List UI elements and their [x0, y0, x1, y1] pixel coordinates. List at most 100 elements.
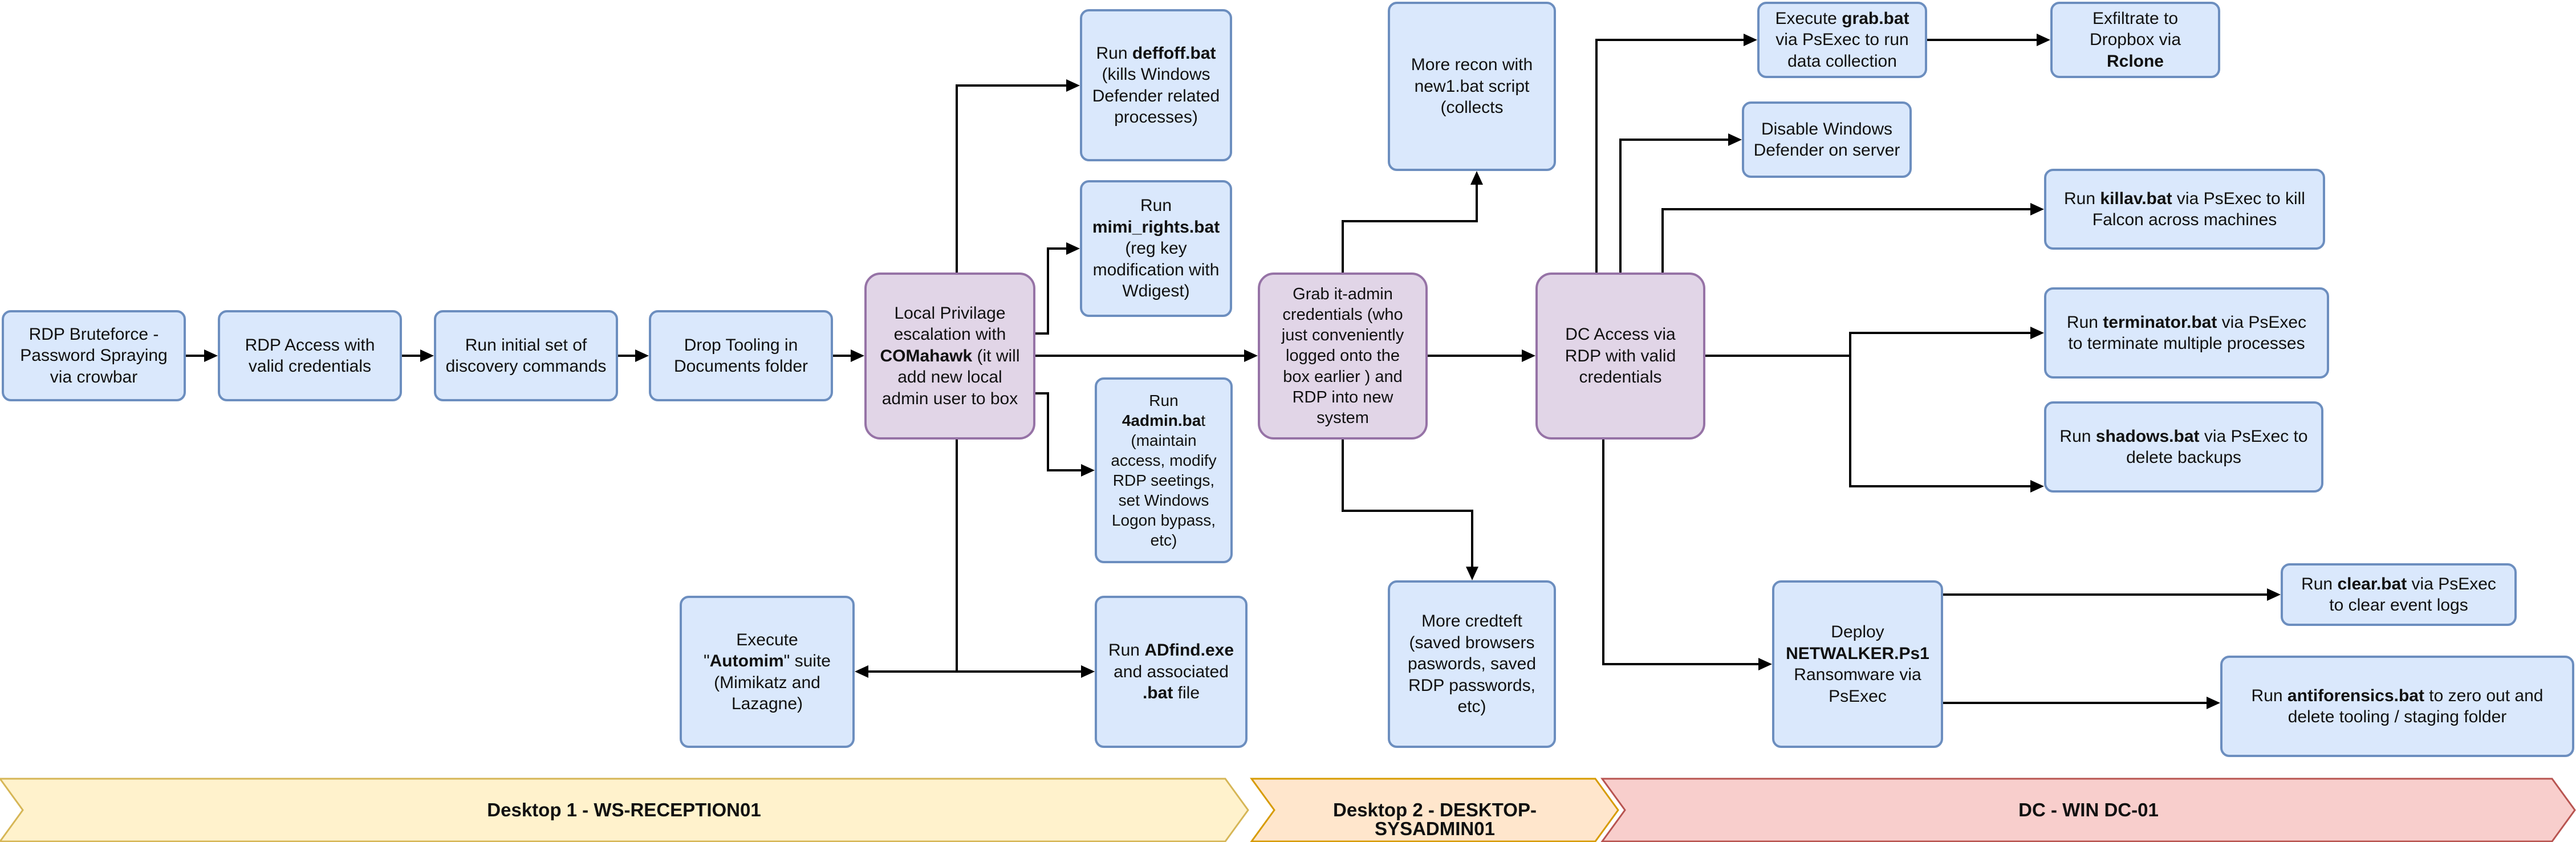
node-line: Run clear.bat via PsExec	[2301, 573, 2496, 595]
node-text-run: discovery commands	[445, 357, 607, 376]
edge-grab-bat-to-exfil	[1927, 34, 2050, 46]
edge-dc-access-to-killav	[1661, 203, 2044, 272]
edge-arrowhead	[2030, 203, 2044, 215]
node-text-run: delete backups	[2126, 448, 2241, 467]
node-text-run: credentials (who	[1282, 305, 1403, 324]
node-text-run: (reg key	[1125, 239, 1187, 258]
node-line: logged onto the	[1282, 345, 1404, 366]
node-text-run: Run	[2066, 312, 2103, 332]
node-text-bold: NETWALKER.Ps1	[1786, 644, 1929, 663]
edge-arrowhead	[1244, 349, 1258, 362]
node-line: RDP into new	[1282, 387, 1404, 408]
node-mimi-rights: Run mimi_rights.bat(reg key modification w…	[1080, 180, 1232, 317]
node-text-run: Password Spraying	[20, 346, 168, 365]
node-text-run: (saved browsers	[1409, 633, 1535, 652]
edge-arrowhead	[2030, 480, 2044, 493]
node-text-bold: COMahawk	[880, 346, 973, 365]
edge-privesc-to-grab-itadmin	[1035, 349, 1258, 362]
edge-arrowhead	[420, 349, 434, 362]
node-text-bold: ADfind.exe	[1144, 641, 1234, 660]
node-line: Execute	[704, 629, 831, 651]
node-text-run: and associated	[1114, 662, 1229, 681]
node-line: (Mimikatz and	[704, 672, 831, 694]
node-line: via PsExec to run	[1775, 29, 1909, 51]
edge-arrowhead	[855, 665, 868, 678]
edge-privesc-to-mimi-rights	[1035, 242, 1080, 335]
node-text-run: (it will	[972, 346, 1020, 365]
node-line: etc)	[1111, 530, 1216, 550]
node-text-run: RDP passwords,	[1408, 676, 1535, 695]
node-text-run: to clear event logs	[2329, 596, 2468, 615]
node-text-run: via crowbar	[50, 367, 138, 387]
edge-arrowhead	[635, 349, 649, 362]
edge-line	[956, 84, 1068, 272]
edge-arrowhead	[1522, 349, 1535, 362]
node-line: data collection	[1775, 51, 1909, 72]
node-text-run: modification with	[1092, 260, 1220, 279]
node-line: (kills Windows	[1092, 64, 1220, 86]
node-text-run: Run	[2064, 189, 2100, 208]
edge-discovery-to-drop-tooling	[618, 349, 649, 362]
node-text-run: Falcon across machines	[2092, 210, 2277, 229]
edge-netwalker-to-clear-bat	[1943, 588, 2281, 601]
node-text-run: Grab it-admin	[1293, 284, 1393, 303]
edge-arrowhead	[204, 349, 218, 362]
node-line: Run killav.bat via PsExec to kill	[2064, 188, 2305, 210]
node-text-bold: grab.bat	[1842, 9, 1909, 28]
node-line: Lazagne)	[704, 693, 831, 715]
edge-grab-itadmin-to-more-credtheft	[1342, 440, 1478, 580]
node-line: COMahawk (it will	[880, 345, 1019, 367]
node-line: Run terminator.bat via PsExec	[2067, 312, 2306, 333]
node-line: etc)	[1408, 696, 1536, 718]
node-line: RDP passwords,	[1408, 675, 1536, 697]
node-line: RDP Access with	[245, 335, 375, 356]
node-line: Wdigest)	[1092, 280, 1220, 302]
node-line: Deploy	[1786, 621, 1929, 643]
node-line: and associated	[1108, 661, 1234, 683]
node-line: Run antiforensics.bat to zero out and	[2252, 685, 2544, 707]
node-text-run: Run	[1108, 641, 1145, 660]
edge-arrowhead	[1728, 133, 1742, 146]
edge-dc-access-to-grab-bat	[1595, 34, 1757, 272]
node-text-run: Wdigest)	[1122, 282, 1190, 301]
node-text-run: Lazagne)	[731, 694, 803, 713]
node-text-run: via PsExec to kill	[2172, 189, 2305, 208]
node-text-run: data collection	[1787, 51, 1897, 71]
node-text-run: admin user to box	[881, 389, 1018, 408]
edge-privesc-to-deffoff	[956, 79, 1080, 272]
node-line: to terminate multiple processes	[2067, 333, 2306, 355]
node-line: Run deffoff.bat	[1092, 43, 1220, 64]
edge-line	[1705, 332, 2033, 357]
node-text-bold: killav.bat	[2100, 189, 2172, 208]
node-text-run: Run	[1096, 43, 1132, 63]
node-text-run: Run	[1140, 196, 1172, 215]
node-line: via crowbar	[20, 367, 167, 388]
node-line: Password Spraying	[20, 345, 167, 367]
edge-dc-access-to-shadows	[1705, 355, 2044, 493]
node-line: RDP Bruteforce -	[20, 324, 167, 345]
node-line: mimi_rights.bat	[1092, 217, 1220, 238]
node-line: DC Access via	[1565, 324, 1676, 345]
node-text-run: Execute	[736, 630, 798, 649]
node-text-run: RDP with valid	[1565, 346, 1676, 365]
node-text-run: delete tooling / staging folder	[2287, 707, 2507, 726]
node-text-run: new1.bat script	[1414, 76, 1530, 96]
